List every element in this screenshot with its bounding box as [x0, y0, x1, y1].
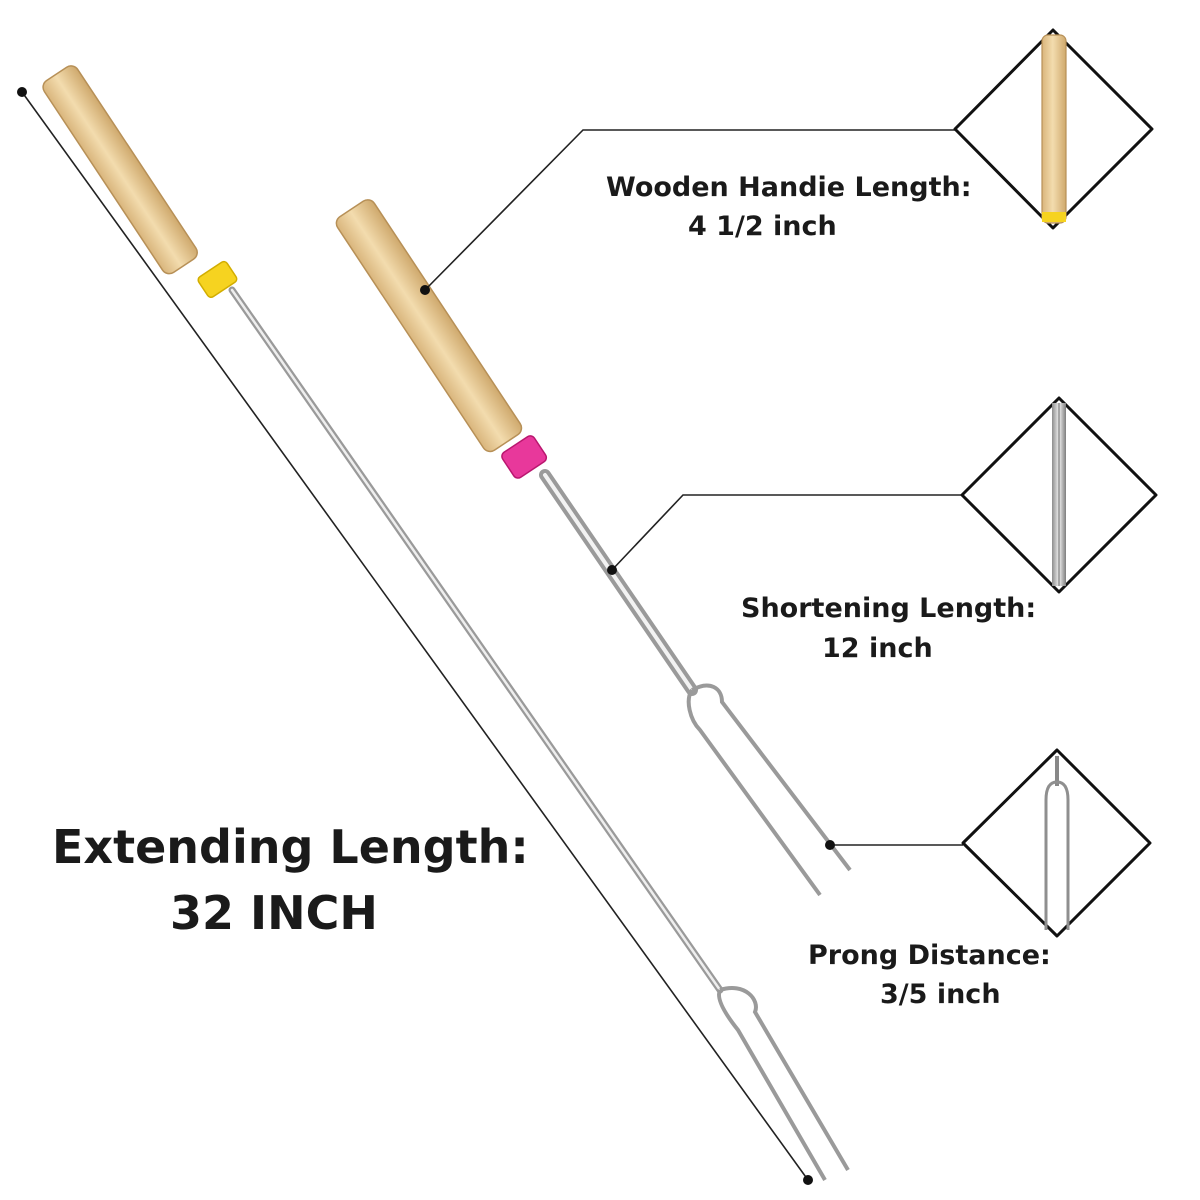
extending-length-title: Extending Length:: [52, 820, 529, 874]
spec-handle-title: Wooden Handie Length:: [606, 172, 972, 203]
telescopic-rod-detail-icon: [960, 396, 1158, 594]
extended-roasting-stick: [42, 65, 850, 1182]
extending-length-value: 32 INCH: [170, 886, 378, 940]
spec-prong-value: 3/5 inch: [880, 979, 1001, 1010]
callout-wooden-handle: [420, 28, 1154, 295]
yellow-collar: [197, 260, 238, 299]
spec-shortening-value: 12 inch: [822, 633, 933, 664]
spec-prong-title: Prong Distance:: [808, 940, 1051, 971]
callout-shortening-length: [607, 396, 1158, 594]
extending-length-measure-line: [17, 87, 813, 1185]
wooden-handle-detail-icon: [953, 28, 1154, 230]
callout-prong-distance: [825, 748, 1152, 938]
collapsed-roasting-stick: [335, 199, 852, 897]
spec-shortening-title: Shortening Length:: [741, 593, 1037, 624]
pink-collar: [501, 435, 548, 479]
prong-detail-icon: [961, 748, 1152, 938]
spec-handle-value: 4 1/2 inch: [688, 211, 837, 242]
